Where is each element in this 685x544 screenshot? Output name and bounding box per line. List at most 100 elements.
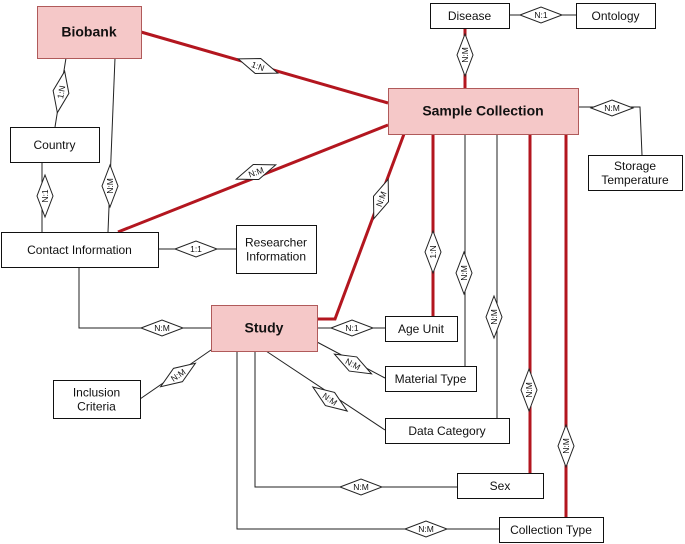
entity-box bbox=[588, 155, 683, 191]
cardinality-diamond-sample-collection-material-type: N:M bbox=[455, 250, 473, 296]
diamond-shape bbox=[485, 294, 503, 340]
cardinality-diamond-biobank-contact-information: N:M bbox=[101, 163, 119, 209]
cardinality-label: N:1 bbox=[534, 10, 548, 20]
cardinality-diamond-study-sex: N:M bbox=[338, 478, 384, 496]
entity-label: Data Category bbox=[408, 424, 485, 438]
cardinality-diamond-contact-information-study: N:M bbox=[139, 319, 185, 337]
entity-ontology: Ontology bbox=[576, 3, 656, 29]
cardinality-label: N:M bbox=[459, 265, 469, 281]
cardinality-label: N:M bbox=[353, 482, 369, 492]
diamond-shape bbox=[557, 423, 575, 469]
diamond-shape bbox=[101, 163, 119, 209]
entity-label: Contact Information bbox=[27, 243, 132, 257]
cardinality-diamond-biobank-country: 1:N bbox=[52, 69, 70, 115]
cardinality-diamond-study-data-category: N:M bbox=[311, 386, 349, 412]
cardinality-label: N:M bbox=[604, 103, 620, 113]
cardinality-diamond-sample-collection-collection-type: N:M bbox=[557, 423, 575, 469]
entity-sex: Sex bbox=[457, 473, 544, 499]
cardinality-label: 1:N bbox=[428, 245, 438, 258]
entity-sample-collection: Sample Collection bbox=[388, 88, 579, 135]
diamond-shape bbox=[36, 173, 54, 219]
entity-box bbox=[385, 366, 477, 392]
entity-collection-type: Collection Type bbox=[499, 517, 604, 543]
cardinality-label: N:M bbox=[105, 178, 115, 194]
cardinality-diamond-contact-information-researcher-information: 1:1 bbox=[173, 240, 219, 258]
diamond-shape bbox=[159, 362, 197, 388]
entity-box bbox=[37, 6, 142, 59]
entity-box bbox=[388, 88, 579, 135]
entity-box bbox=[53, 380, 141, 419]
cardinality-diamond-sample-collection-study: N:M bbox=[372, 177, 390, 221]
entity-label: Criteria bbox=[77, 400, 116, 414]
entity-label: Biobank bbox=[61, 24, 116, 40]
cardinality-diamond-sample-collection-data-category: N:M bbox=[485, 294, 503, 340]
cardinality-diamonds: 1:N1:NN:MN:1N:MN:MN:1N:M1:1N:MN:M1:NN:MN… bbox=[36, 6, 635, 538]
entity-box bbox=[1, 232, 159, 268]
entity-label: Country bbox=[33, 138, 75, 152]
diamond-shape bbox=[456, 32, 474, 78]
entity-label: Temperature bbox=[601, 173, 669, 187]
diamond-shape bbox=[372, 177, 390, 221]
diamond-shape bbox=[338, 478, 384, 496]
entity-box bbox=[385, 418, 510, 444]
diamond-shape bbox=[329, 319, 375, 337]
diamond-shape bbox=[589, 99, 635, 117]
entity-box bbox=[385, 316, 458, 342]
entity-box bbox=[430, 3, 510, 29]
diamond-shape bbox=[52, 69, 70, 115]
cardinality-label: 1:N bbox=[250, 59, 266, 73]
cardinality-diamond-disease-sample-collection: N:M bbox=[456, 32, 474, 78]
cardinality-label: N:1 bbox=[345, 323, 359, 333]
cardinality-label: N:M bbox=[154, 323, 170, 333]
entity-age-unit: Age Unit bbox=[385, 316, 458, 342]
diamond-shape bbox=[234, 163, 278, 181]
diamond-shape bbox=[333, 353, 373, 375]
cardinality-diamond-sample-collection-age-unit: 1:N bbox=[424, 229, 442, 275]
cardinality-diamond-biobank-sample-collection: 1:N bbox=[236, 57, 280, 75]
entity-box bbox=[457, 473, 544, 499]
entity-biobank: Biobank bbox=[37, 6, 142, 59]
cardinality-diamond-study-age-unit: N:1 bbox=[329, 319, 375, 337]
cardinality-label: N:M bbox=[418, 524, 434, 534]
entity-country: Country bbox=[10, 127, 100, 163]
cardinality-label: N:1 bbox=[40, 189, 50, 203]
entity-box bbox=[236, 225, 317, 274]
diamond-shape bbox=[520, 367, 538, 413]
entity-box bbox=[576, 3, 656, 29]
entity-contact-information: Contact Information bbox=[1, 232, 159, 268]
cardinality-diamond-study-collection-type: N:M bbox=[403, 520, 449, 538]
relation-line-sample-collection-study bbox=[317, 133, 406, 321]
diamond-shape bbox=[518, 6, 564, 24]
cardinality-diamond-disease-ontology: N:1 bbox=[518, 6, 564, 24]
entity-label: Storage bbox=[614, 159, 656, 173]
diamond-shape bbox=[236, 57, 280, 75]
entity-label: Age Unit bbox=[398, 322, 445, 336]
cardinality-diamond-study-material-type: N:M bbox=[333, 353, 373, 375]
entity-box bbox=[10, 127, 100, 163]
entity-label: Information bbox=[246, 250, 306, 264]
entity-material-type: Material Type bbox=[385, 366, 477, 392]
diamond-shape bbox=[173, 240, 219, 258]
cardinality-diamond-country-contact-information: N:1 bbox=[36, 173, 54, 219]
diamond-shape bbox=[403, 520, 449, 538]
entity-label: Disease bbox=[448, 9, 492, 23]
diamond-shape bbox=[311, 386, 349, 412]
cardinality-label: N:M bbox=[561, 438, 571, 454]
entity-box bbox=[211, 305, 318, 352]
relation-line-contact-information-study bbox=[78, 267, 211, 329]
entity-label: Inclusion bbox=[73, 386, 120, 400]
entity-label: Material Type bbox=[395, 372, 467, 386]
entity-box bbox=[499, 517, 604, 543]
entity-label: Researcher bbox=[245, 236, 307, 250]
cardinality-label: N:M bbox=[524, 382, 534, 398]
cardinality-label: 1:1 bbox=[190, 244, 202, 254]
diamond-shape bbox=[455, 250, 473, 296]
entity-data-category: Data Category bbox=[385, 418, 510, 444]
cardinality-diamond-study-inclusion-criteria: N:M bbox=[159, 362, 197, 388]
entity-disease: Disease bbox=[430, 3, 510, 29]
